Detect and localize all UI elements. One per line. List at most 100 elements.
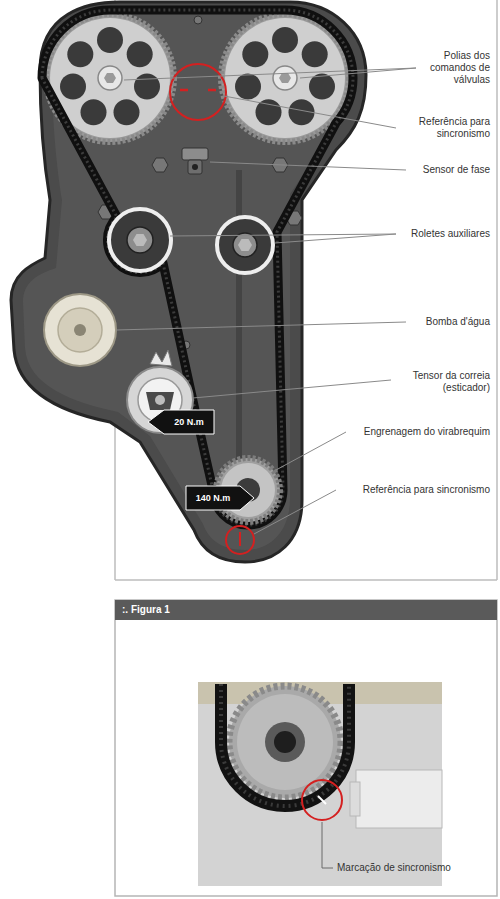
cam-pulley (225, 18, 345, 138)
cam-pulley (221, 14, 349, 142)
idler-roller (217, 217, 273, 273)
detail-photo (221, 684, 349, 806)
detail-photo (274, 731, 296, 753)
belt-cover-casing (236, 170, 242, 460)
part-label: Polias dos comandos de válvulas (420, 50, 490, 86)
cam-pulley (309, 74, 335, 100)
sync-reference-mark (226, 526, 254, 554)
idler-roller (133, 234, 147, 246)
cam-pulley (256, 99, 282, 125)
leader-line (224, 96, 396, 128)
detail-photo (221, 684, 349, 806)
phase-sensor (182, 148, 208, 174)
cam-pulley (81, 99, 107, 125)
cam-pulley (60, 74, 86, 100)
cam-pulley (98, 66, 122, 90)
bolt (152, 158, 168, 172)
panel-frame (115, 579, 497, 581)
sync-mark-highlight (302, 780, 342, 868)
belt-cover-casing (11, 2, 366, 562)
cam-pulley (272, 27, 298, 53)
figure-panel (115, 600, 497, 620)
cam-pulley (242, 41, 268, 67)
torque-value: 20 N.m (166, 416, 212, 428)
detail-photo (318, 796, 326, 804)
panel-frame (496, 0, 498, 580)
water-pump (44, 294, 116, 366)
idler-roller (127, 227, 153, 253)
cam-pulley (97, 27, 123, 53)
leader-line (170, 234, 396, 236)
belt-cover-casing (23, 14, 354, 550)
belt-tensioner (146, 392, 174, 410)
leader-line (254, 490, 336, 534)
leader-line (116, 322, 406, 330)
cam-pulley (279, 73, 291, 83)
timing-belt (42, 10, 353, 525)
sync-reference-mark (170, 64, 226, 120)
figure-heading: :. Figura 1 (122, 604, 322, 616)
part-label: Referência para sincronismo (400, 116, 490, 140)
figure-panel (115, 600, 497, 896)
phase-sensor (182, 148, 208, 160)
belt-cover-casing (11, 2, 366, 562)
torque-callout (148, 410, 254, 510)
phase-sensor (192, 164, 198, 170)
leader-line (210, 162, 406, 170)
torque-value: 140 N.m (188, 492, 238, 504)
part-label: Marcação de sincronismo (337, 862, 492, 874)
leader-line (193, 380, 391, 398)
cam-pulley (114, 99, 140, 125)
water-pump (44, 294, 116, 366)
part-label: Roletes auxiliares (400, 228, 490, 240)
part-label: Engrenagem do virabrequim (350, 426, 490, 438)
detail-photo (198, 682, 442, 886)
phase-sensor (188, 160, 202, 174)
idler-roller (109, 209, 171, 271)
belt-tensioner (150, 350, 172, 366)
bolt (194, 16, 202, 24)
timing-belt (42, 10, 353, 525)
water-pump (58, 308, 102, 352)
sync-reference-mark (239, 532, 241, 546)
detail-photo (198, 682, 442, 886)
cam-pulley (134, 74, 160, 100)
detail-photo (265, 722, 305, 762)
detail-photo (237, 694, 333, 790)
figure-panel (115, 600, 497, 896)
cam-pulley (127, 41, 153, 67)
detail-photo (350, 782, 360, 816)
idler-roller (217, 217, 273, 273)
cam-pulley (235, 74, 261, 100)
bolt (98, 16, 302, 349)
sync-mark-highlight (302, 780, 342, 820)
leader-line (276, 432, 346, 470)
belt-tensioner (155, 395, 165, 405)
cam-pulley (60, 27, 160, 125)
leader-line (116, 68, 416, 534)
cam-pulley (67, 41, 93, 67)
detail-photo (356, 770, 442, 828)
sync-reference-mark (180, 89, 188, 92)
sync-reference-mark (208, 89, 216, 92)
part-label: Bomba d'água (410, 316, 490, 328)
torque-callout (186, 486, 254, 510)
cam-pulley (104, 73, 116, 83)
leader-line (300, 68, 416, 78)
leader-line (124, 68, 416, 80)
idler-roller (109, 209, 171, 271)
torque-callout (148, 410, 214, 434)
part-label: Sensor de fase (410, 164, 490, 176)
part-label: Tensor da correia (esticador) (395, 370, 490, 394)
part-label: Referência para sincronismo (340, 484, 490, 496)
cam-pulley (221, 14, 349, 142)
water-pump (74, 324, 86, 336)
timing-belt (42, 10, 353, 525)
idler-roller (233, 233, 257, 257)
idler-roller (238, 239, 252, 251)
sync-reference-mark (170, 64, 254, 554)
cam-pulley (302, 41, 328, 67)
sync-mark-highlight (322, 822, 333, 868)
